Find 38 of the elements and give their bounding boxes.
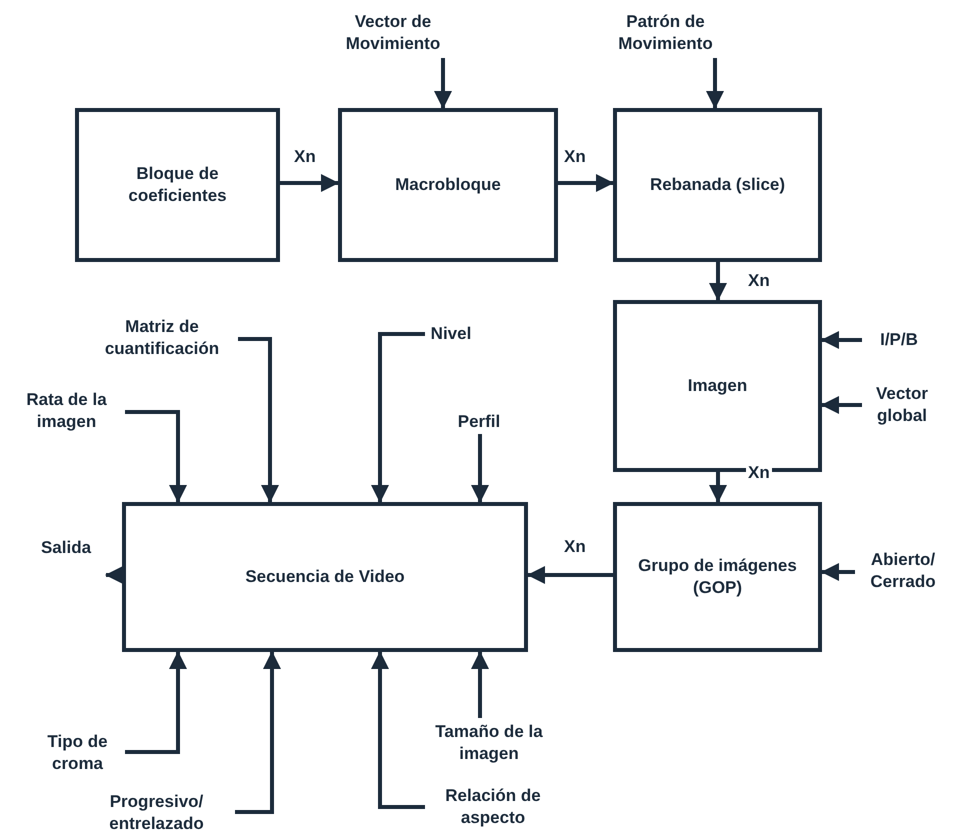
arrow <box>371 332 425 503</box>
input-label: Salida <box>26 536 106 560</box>
arrow <box>709 262 727 301</box>
input-label: Vector de Movimiento <box>333 8 453 58</box>
input-label: Relación de aspecto <box>425 782 561 831</box>
input-label: Vector global <box>862 381 942 429</box>
arrow <box>105 566 123 584</box>
arrow <box>821 331 862 349</box>
arrow <box>821 396 862 414</box>
arrow <box>471 651 489 718</box>
arrow <box>371 651 425 809</box>
arrow <box>125 651 187 754</box>
process-box: Bloque de coeficientes <box>75 108 280 262</box>
process-box: Secuencia de Video <box>122 502 528 652</box>
arrow <box>471 434 489 503</box>
input-label: Rata de la imagen <box>8 386 125 436</box>
arrow <box>527 566 613 584</box>
arrow <box>558 174 614 192</box>
input-label: Matriz de cuantificación <box>86 313 238 363</box>
input-label: I/P/B <box>862 328 936 352</box>
arrow <box>434 58 452 109</box>
input-label: Patrón de Movimiento <box>603 8 728 58</box>
input-label: Nivel <box>425 322 477 346</box>
process-box: Rebanada (slice) <box>613 108 822 262</box>
arrow <box>709 472 727 503</box>
arrow <box>235 651 281 814</box>
arrow <box>125 410 187 503</box>
input-label: Tamaño de la imagen <box>416 718 562 768</box>
arrow <box>238 337 279 503</box>
process-box: Grupo de imágenes (GOP) <box>613 502 822 652</box>
arrow <box>821 563 855 581</box>
input-label: Abierto/ Cerrado <box>855 546 951 596</box>
arrow <box>706 58 724 109</box>
input-label: Perfil <box>448 410 510 434</box>
arrow <box>280 174 339 192</box>
input-label: Progresivo/ entrelazado <box>78 788 235 831</box>
input-label: Tipo de croma <box>30 728 125 778</box>
process-box: Macrobloque <box>338 108 558 262</box>
